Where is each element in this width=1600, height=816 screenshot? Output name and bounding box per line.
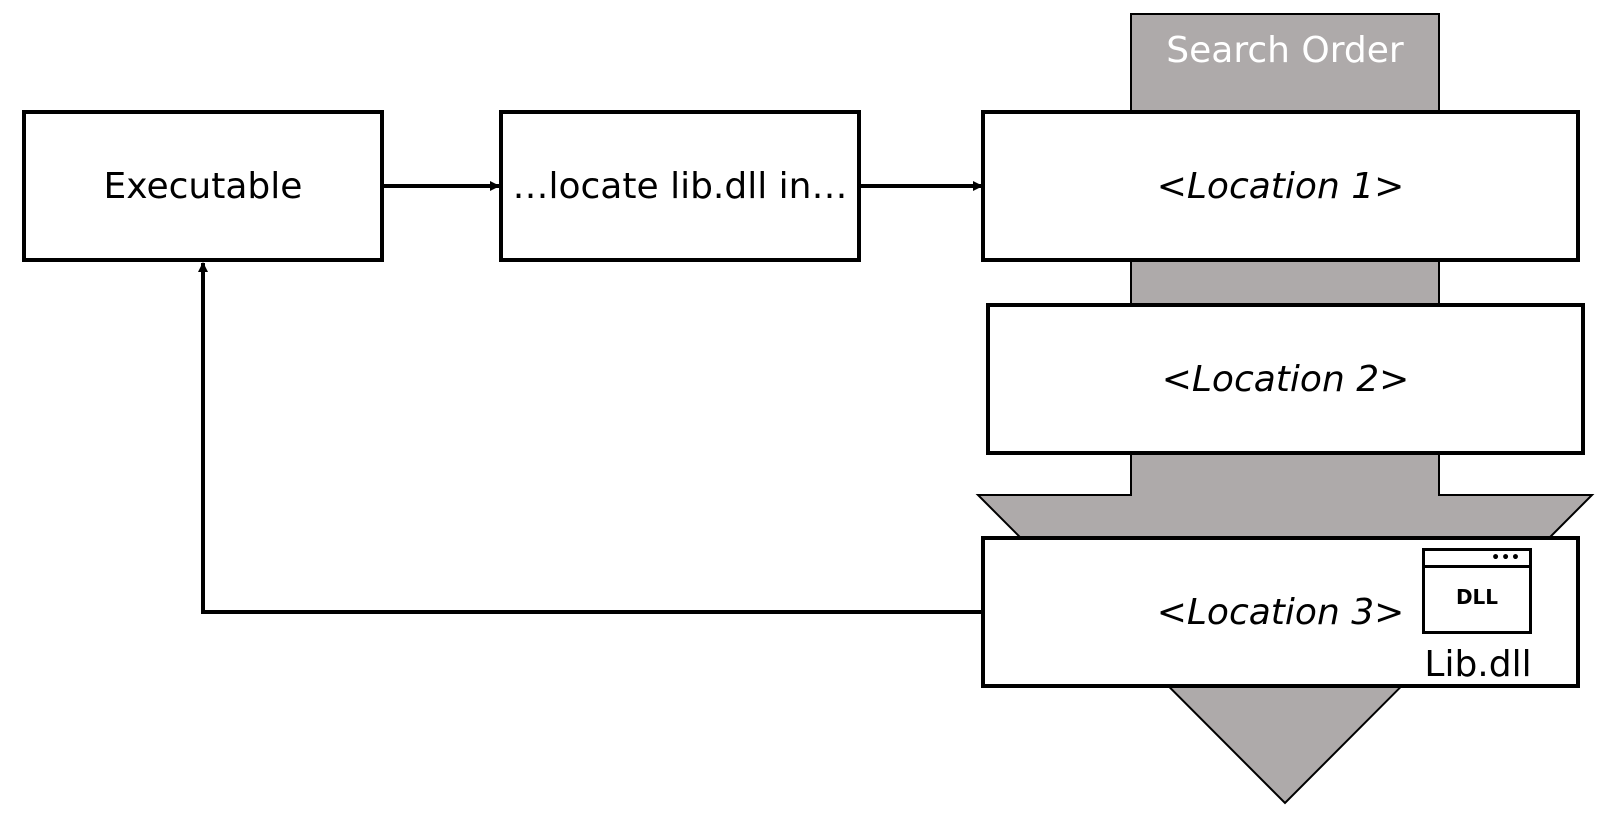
location2-box: <Location 2>	[986, 303, 1585, 455]
location1-box: <Location 1>	[981, 110, 1580, 262]
dll-file-icon: ••• DLL	[1422, 548, 1532, 634]
locate-box: …locate lib.dll in…	[499, 110, 861, 262]
dll-icon-dots: •••	[1491, 550, 1521, 566]
executable-box: Executable	[22, 110, 384, 262]
location2-label: <Location 2>	[1161, 358, 1410, 400]
dll-icon-titlebar	[1425, 565, 1529, 568]
arrow-location3-to-executable	[198, 262, 982, 614]
executable-label: Executable	[103, 165, 303, 207]
dll-caption: Lib.dll	[1424, 644, 1532, 685]
location3-label: <Location 3>	[1156, 591, 1405, 633]
search-order-title: Search Order	[1166, 29, 1404, 71]
locate-label: …locate lib.dll in…	[512, 165, 848, 207]
dll-icon-text: DLL	[1455, 585, 1499, 609]
location1-label: <Location 1>	[1156, 165, 1405, 207]
